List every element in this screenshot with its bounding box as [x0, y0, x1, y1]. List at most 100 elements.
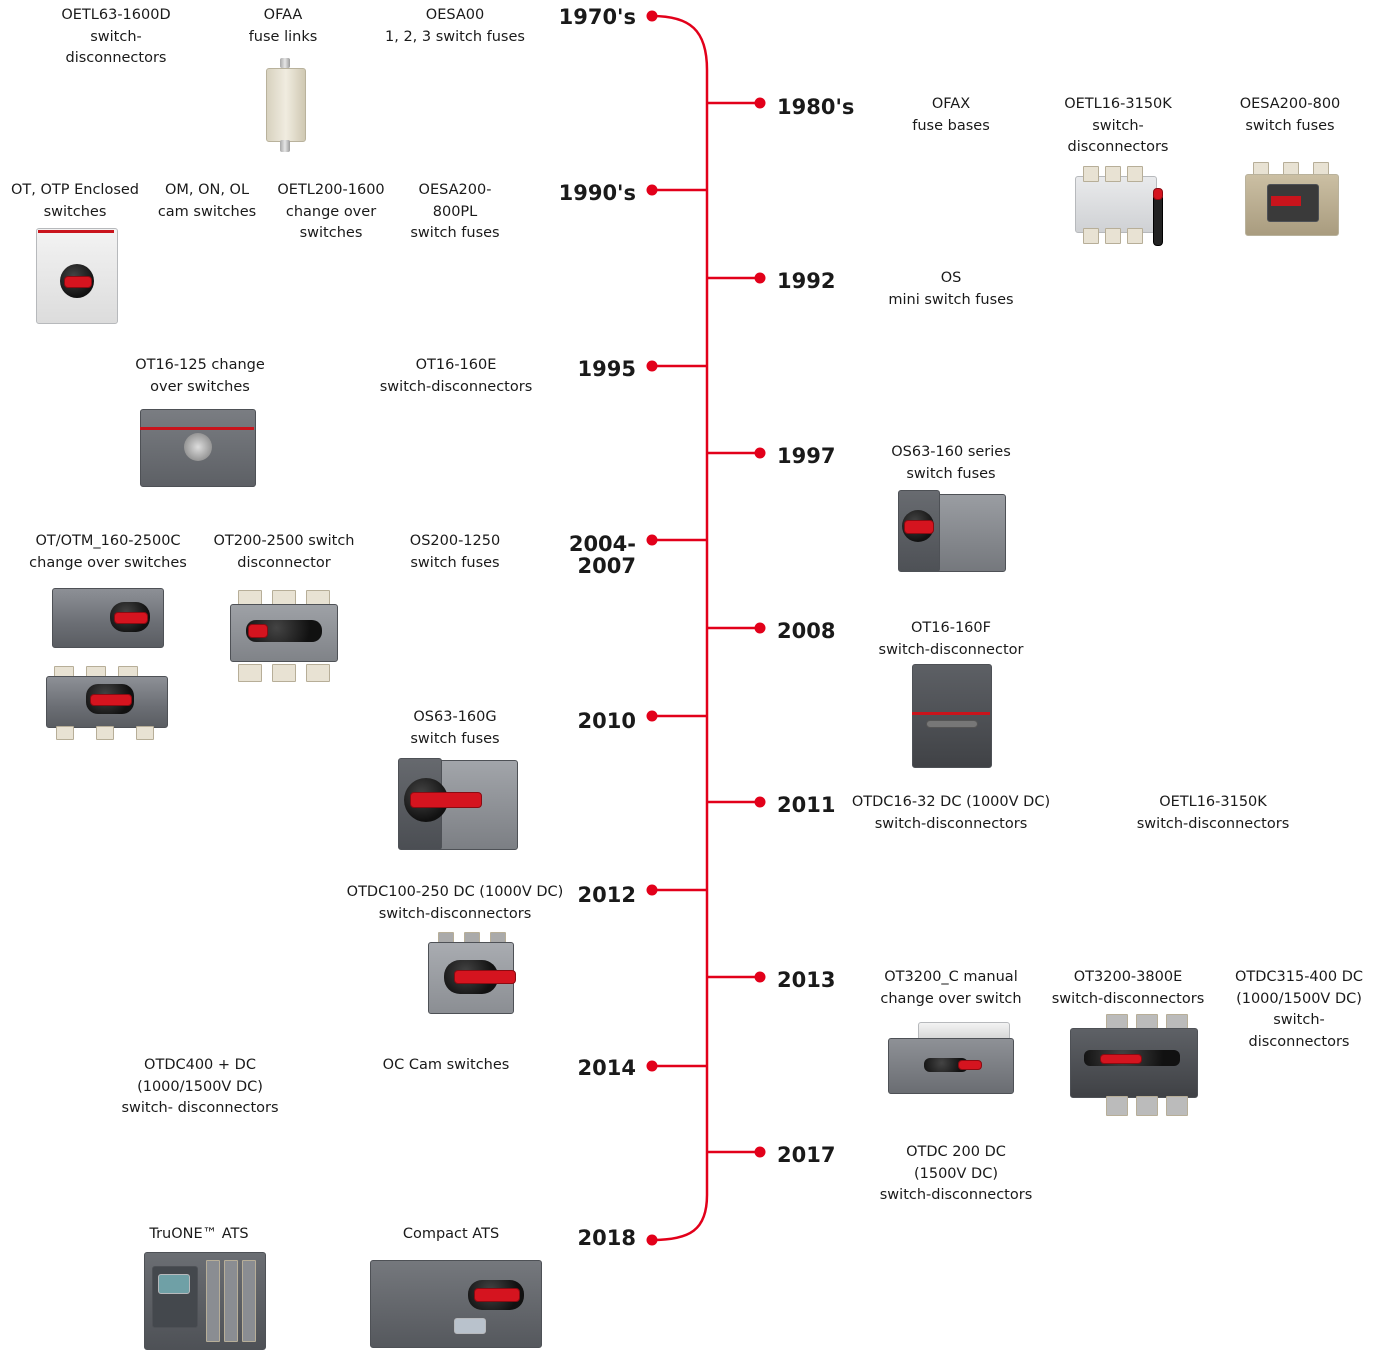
- label-otdc16-32: OTDC16-32 DC (1000V DC)switch-disconnect…: [836, 792, 1066, 835]
- label-ot3200-c-line: change over switch: [866, 989, 1036, 1011]
- label-ot-otp-line: switches: [0, 202, 150, 224]
- ot16-160f-switch-disconnector-image: [912, 664, 992, 768]
- node-2010: [647, 711, 658, 722]
- node-2011: [755, 797, 766, 808]
- ot-otm-change-over-switch-image: [46, 588, 170, 744]
- label-oesa200pl-line: switch fuses: [398, 223, 512, 245]
- label-oesa200: OESA200-800switch fuses: [1215, 94, 1365, 137]
- label-otdc200-line: (1500V DC): [856, 1164, 1056, 1186]
- ot3200-3800e-switch-disconnector-image: [1070, 1014, 1198, 1116]
- label-ot-otm-line: change over switches: [10, 553, 206, 575]
- label-otdc315-400: OTDC315-400 DC(1000/1500V DC)switch-disc…: [1220, 967, 1378, 1053]
- label-ofaa-line: OFAA: [218, 5, 348, 27]
- label-ot-otm-line: OT/OTM_160-2500C: [10, 531, 206, 553]
- label-oesa00-line: OESA00: [370, 5, 540, 27]
- label-oetl200-line: switches: [266, 223, 396, 245]
- year-1980: 1980's: [777, 96, 854, 118]
- otdc100-250-switch-disconnector-image: [424, 932, 516, 1014]
- label-ot3200-3800e-line: switch-disconnectors: [1036, 989, 1220, 1011]
- label-oesa200pl-line: OESA200-: [398, 180, 512, 202]
- timeline-spine: [652, 16, 707, 1240]
- label-otdc315-400-line: disconnectors: [1220, 1032, 1378, 1054]
- year-1970: 1970's: [540, 6, 636, 28]
- oetl16-switch-disconnector-image: [1075, 166, 1170, 246]
- label-ot16-160f-line: switch-disconnector: [851, 640, 1051, 662]
- truone-ats-image: [144, 1252, 266, 1348]
- label-os63-160-line: OS63-160 series: [866, 442, 1036, 464]
- label-otdc400: OTDC400 + DC(1000/1500V DC)switch- disco…: [100, 1055, 300, 1120]
- label-ot3200-c-line: OT3200_C manual: [866, 967, 1036, 989]
- ot16-125-change-over-switch-image: [140, 403, 256, 487]
- label-oesa200-line: switch fuses: [1215, 116, 1365, 138]
- label-oetl200-line: OETL200-1600: [266, 180, 396, 202]
- label-oc-cam-line: OC Cam switches: [366, 1055, 526, 1077]
- label-os200-1250-line: OS200-1250: [380, 531, 530, 553]
- label-oetl63-line: OETL63-1600D: [36, 5, 196, 27]
- node-1980: [755, 98, 766, 109]
- label-ofaa-line: fuse links: [218, 27, 348, 49]
- node-2008: [755, 623, 766, 634]
- year-2014: 2014: [540, 1057, 636, 1079]
- label-otdc315-400-line: OTDC315-400 DC: [1220, 967, 1378, 989]
- year-2010: 2010: [540, 710, 636, 732]
- label-ofax-line: fuse bases: [886, 116, 1016, 138]
- label-ofax-line: OFAX: [886, 94, 1016, 116]
- label-oetl63: OETL63-1600Dswitch-disconnectors: [36, 5, 196, 70]
- node-1997: [755, 448, 766, 459]
- label-compact-ats: Compact ATS: [376, 1224, 526, 1246]
- year-1992: 1992: [777, 270, 835, 292]
- label-oetl16-2011-line: OETL16-3150K: [1108, 792, 1318, 814]
- label-ot-otp-line: OT, OTP Enclosed: [0, 180, 150, 202]
- label-truone-line: TruONE™ ATS: [124, 1224, 274, 1246]
- label-ot200-2500-line: disconnector: [196, 553, 372, 575]
- year-2013: 2013: [777, 969, 835, 991]
- node-1995: [647, 361, 658, 372]
- label-otdc400-line: OTDC400 + DC: [100, 1055, 300, 1077]
- node-2014: [647, 1061, 658, 1072]
- label-otdc16-32-line: switch-disconnectors: [836, 814, 1066, 836]
- label-ot200-2500-line: OT200-2500 switch: [196, 531, 372, 553]
- os63-160g-switch-fuse-image: [398, 758, 518, 850]
- label-otdc200-line: OTDC 200 DC: [856, 1142, 1056, 1164]
- node-2004: [647, 535, 658, 546]
- node-1970: [647, 11, 658, 22]
- node-1990: [647, 185, 658, 196]
- label-otdc200-line: switch-disconnectors: [856, 1185, 1056, 1207]
- oesa200-switch-fuse-image: [1243, 162, 1339, 242]
- ot-otp-enclosed-switch-image: [36, 228, 118, 324]
- node-2018: [647, 1235, 658, 1246]
- label-os63-160g-line: switch fuses: [380, 729, 530, 751]
- label-ot16-160f-line: OT16-160F: [851, 618, 1051, 640]
- label-ot16-160e-line: switch-disconnectors: [356, 377, 556, 399]
- label-oetl16-2011-line: switch-disconnectors: [1108, 814, 1318, 836]
- label-otdc100-250: OTDC100-250 DC (1000V DC)switch-disconne…: [330, 882, 580, 925]
- label-oetl16-1980-line: disconnectors: [1043, 137, 1193, 159]
- label-truone: TruONE™ ATS: [124, 1224, 274, 1246]
- node-1992: [755, 273, 766, 284]
- label-os-mini-line: mini switch fuses: [866, 290, 1036, 312]
- year-2004-2007: 2004- 2007: [540, 533, 636, 577]
- label-oetl200-line: change over: [266, 202, 396, 224]
- year-1997: 1997: [777, 445, 835, 467]
- label-oetl16-1980-line: OETL16-3150K: [1043, 94, 1193, 116]
- compact-ats-image: [370, 1252, 542, 1348]
- label-otdc100-250-line: OTDC100-250 DC (1000V DC): [330, 882, 580, 904]
- label-oesa200pl-line: 800PL: [398, 202, 512, 224]
- label-ot-otm: OT/OTM_160-2500Cchange over switches: [10, 531, 206, 574]
- label-om-on-ol-line: cam switches: [148, 202, 266, 224]
- label-oc-cam: OC Cam switches: [366, 1055, 526, 1077]
- label-otdc200: OTDC 200 DC(1500V DC)switch-disconnector…: [856, 1142, 1056, 1207]
